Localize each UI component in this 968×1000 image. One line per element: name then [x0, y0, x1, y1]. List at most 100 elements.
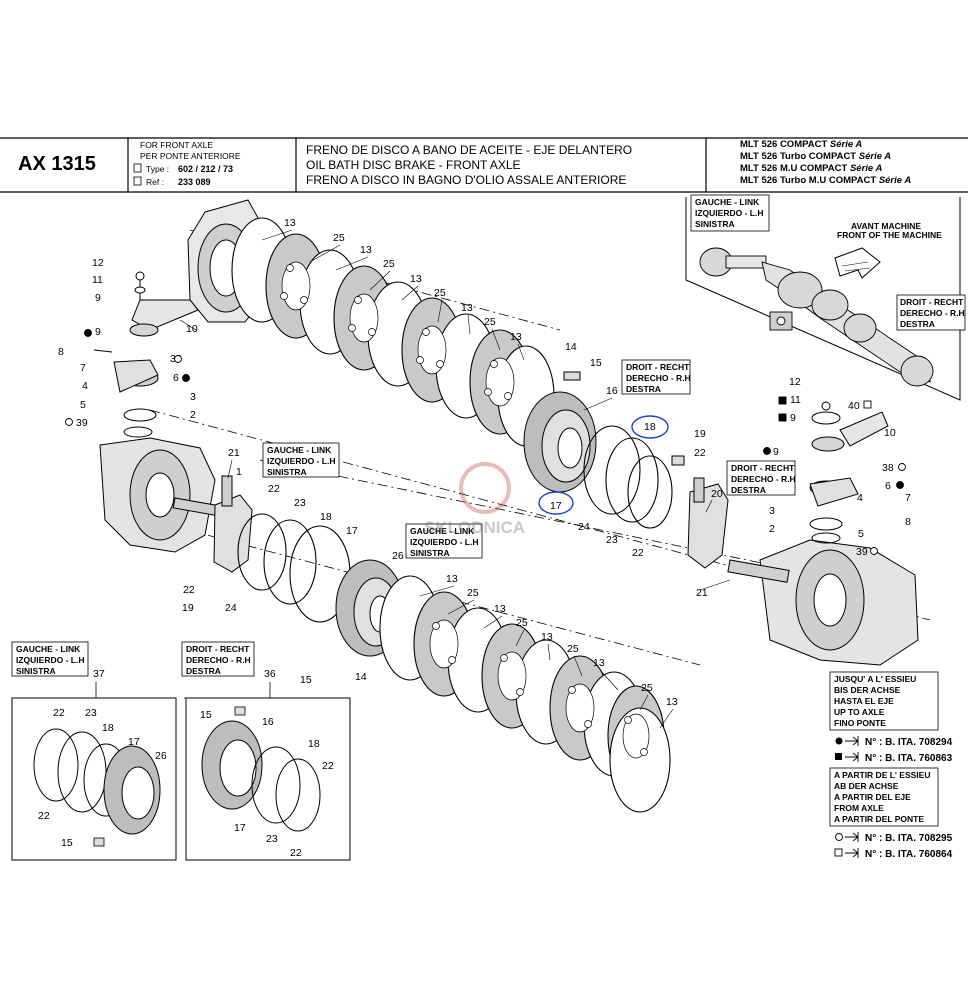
open-circle-marker — [898, 463, 906, 471]
callout: 13 — [510, 331, 522, 343]
callout: 24 — [225, 602, 237, 614]
inset-left-label: IZQUIERDO - L.H — [695, 208, 763, 218]
callout: 7 — [80, 362, 86, 374]
brake-piston — [523, 391, 597, 493]
callout: 13 — [541, 631, 553, 643]
model-name: MLT 526 Turbo M.U COMPACT — [740, 175, 876, 186]
callout: 6 — [885, 480, 891, 492]
callout: 14 — [355, 671, 367, 683]
callout: 1 — [236, 466, 242, 478]
callout: 16 — [262, 716, 274, 728]
open-square-marker — [834, 848, 843, 857]
legend-up-to: FINO PONTE — [834, 718, 886, 728]
model-series: Série A — [830, 139, 863, 150]
callout: 13 — [284, 217, 296, 229]
side-label-droit-1: DROIT - RECHT DERECHO - R.H DESTRA — [621, 359, 691, 395]
o-ring-large — [605, 437, 659, 523]
callout: 23 — [606, 534, 618, 546]
open-circle-marker — [65, 418, 73, 426]
axle-sketch — [699, 247, 934, 387]
callout: 13 — [666, 696, 678, 708]
inset-right-label: DROIT - RECHT — [900, 297, 964, 307]
callout: 25 — [434, 287, 446, 299]
front-arrow-icon — [834, 247, 881, 279]
callout: 18 — [320, 511, 332, 523]
callout: 5 — [80, 399, 86, 411]
callout: 23 — [85, 707, 97, 719]
type-checkbox — [133, 163, 142, 173]
callout: 12 — [92, 257, 104, 269]
callout: 39 — [76, 417, 88, 429]
callout: 20 — [711, 488, 723, 500]
callout: 22 — [322, 760, 334, 772]
detail-view-37: GAUCHE - LINK IZQUIERDO - L.H SINISTRA 3… — [11, 641, 177, 861]
gauche-label: IZQUIERDO - L.H — [267, 456, 335, 466]
model-series: Série A — [850, 163, 883, 174]
svg-text:MLT 526 M.U COMPACT Série A: MLT 526 M.U COMPACT Série A — [740, 163, 882, 174]
callout: 8 — [58, 346, 64, 358]
callout: 15 — [590, 357, 602, 369]
arrow-icon — [845, 752, 859, 762]
filled-circle-marker — [84, 329, 92, 337]
callout: 5 — [858, 528, 864, 540]
detail-label: SINISTRA — [16, 666, 56, 676]
open-square-marker — [863, 400, 872, 409]
model-series: Série A — [879, 175, 912, 186]
droit-label: DESTRA — [626, 384, 661, 394]
left-hub-assembly — [93, 271, 405, 657]
front-of-machine-label: FRONT OF THE MACHINE — [837, 230, 942, 240]
callout: 6 — [173, 372, 179, 384]
filled-circle-marker — [835, 737, 843, 745]
upper-disc-stack — [187, 199, 673, 529]
inset-left-label: SINISTRA — [695, 219, 735, 229]
legend-up-to: JUSQU' A L' ESSIEU — [834, 674, 916, 684]
callout: 21 — [696, 587, 708, 599]
callout: 25 — [333, 232, 345, 244]
callout: 25 — [484, 316, 496, 328]
callout: 4 — [857, 492, 863, 504]
ref-checkbox — [133, 176, 142, 186]
side-label-droit-2: DROIT - RECHT DERECHO - R.H DESTRA — [726, 460, 796, 496]
callout: 25 — [467, 587, 479, 599]
ref-square-open: N° : B. ITA. 760864 — [865, 849, 953, 860]
type-label: Type : — [146, 164, 169, 174]
callout: 18 — [102, 722, 114, 734]
inset-right-label: DESTRA — [900, 319, 935, 329]
callout: 25 — [641, 682, 653, 694]
callout: 11 — [92, 274, 103, 286]
callout: 22 — [183, 584, 195, 596]
detail-label: DERECHO - R.H — [186, 655, 251, 665]
ref-circle-filled: N° : B. ITA. 708294 — [865, 737, 953, 748]
arrow-icon — [845, 736, 859, 746]
filled-circle-marker — [182, 374, 190, 382]
callout: 21 — [228, 447, 240, 459]
open-circle-marker — [835, 833, 843, 841]
watermark: SKLODNICA — [424, 462, 525, 537]
callout: 23 — [266, 833, 278, 845]
type-value: 602 / 212 / 73 — [178, 164, 233, 174]
open-circle-marker — [870, 547, 878, 555]
callout: 22 — [694, 447, 706, 459]
axle-overview-inset: GAUCHE - LINK IZQUIERDO - L.H SINISTRA A… — [685, 194, 966, 401]
gauche-label: SINISTRA — [410, 548, 450, 558]
applicability-line-2: PER PONTE ANTERIORE — [140, 151, 241, 161]
droit-label: DESTRA — [731, 485, 766, 495]
model-name: MLT 526 M.U COMPACT — [740, 163, 848, 174]
callout: 9 — [773, 446, 779, 458]
o-ring-large — [583, 425, 641, 515]
legend-up-to: UP TO AXLE — [834, 707, 885, 717]
callout: 13 — [446, 573, 458, 585]
inset-left-label: GAUCHE - LINK — [695, 197, 760, 207]
callout: 13 — [360, 244, 372, 256]
filled-square-marker — [835, 753, 842, 760]
callout: 2 — [769, 523, 775, 535]
arrow-icon — [845, 848, 859, 858]
callout: 25 — [567, 643, 579, 655]
detail-label: DESTRA — [186, 666, 221, 676]
lower-disc-stack — [379, 575, 671, 813]
inset-right-label: DERECHO - R.H — [900, 308, 965, 318]
ref-circle-open: N° : B. ITA. 708295 — [865, 833, 953, 844]
title-en: OIL BATH DISC BRAKE - FRONT AXLE — [306, 158, 521, 172]
gauche-label: GAUCHE - LINK — [410, 526, 475, 536]
